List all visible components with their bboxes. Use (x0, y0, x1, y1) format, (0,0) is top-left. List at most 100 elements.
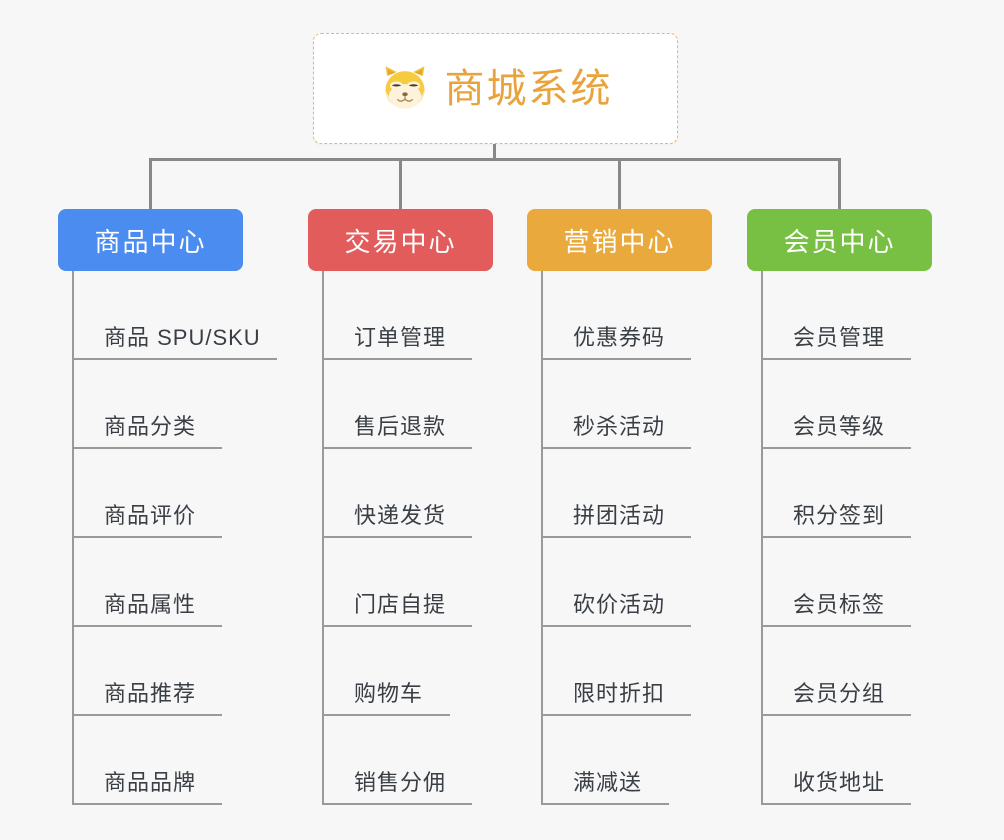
leaf-item[interactable]: 订单管理 (322, 271, 493, 360)
leaf-item[interactable]: 会员标签 (761, 538, 932, 627)
leaf-label: 会员管理 (793, 325, 886, 350)
leaf-label: 购物车 (354, 681, 424, 706)
root-node-content: 商城系统 (379, 63, 613, 115)
leaf-label: 积分签到 (793, 503, 886, 528)
root-title: 商城系统 (444, 66, 613, 111)
leaf-item[interactable]: 商品评价 (72, 449, 243, 538)
leaf-label: 砍价活动 (573, 592, 666, 617)
leaf-underline (541, 625, 691, 627)
leaf-item[interactable]: 销售分佣 (322, 716, 493, 805)
leaf-item[interactable]: 收货地址 (761, 716, 932, 805)
leaf-label: 商品 SPU/SKU (104, 325, 261, 350)
leaf-item[interactable]: 售后退款 (322, 360, 493, 449)
leaf-underline (541, 536, 691, 538)
leaf-underline (322, 358, 472, 360)
leaf-underline (761, 714, 911, 716)
leaf-item[interactable]: 商品分类 (72, 360, 243, 449)
leaf-item[interactable]: 拼团活动 (541, 449, 712, 538)
leaf-label: 快递发货 (354, 503, 447, 528)
leaf-label: 销售分佣 (354, 770, 447, 795)
leaf-label: 订单管理 (354, 325, 447, 350)
leaf-label: 门店自提 (354, 592, 447, 617)
connector-drop-trade (399, 158, 402, 211)
leaf-label: 商品属性 (104, 592, 197, 617)
leaf-underline (541, 714, 691, 716)
leaf-label: 优惠券码 (573, 325, 666, 350)
leaf-underline (72, 714, 222, 716)
leaf-underline (541, 803, 669, 805)
leaf-item[interactable]: 会员管理 (761, 271, 932, 360)
connector-root-stub (493, 144, 496, 160)
leaf-underline (72, 803, 222, 805)
column-marketing-center: 营销中心 优惠券码 秒杀活动 拼团活动 砍价活动 限时折扣 (527, 209, 712, 805)
leaf-label: 商品推荐 (104, 681, 197, 706)
connector-drop-member (838, 158, 841, 211)
leaf-item[interactable]: 优惠券码 (541, 271, 712, 360)
leaf-label: 满减送 (573, 770, 643, 795)
spine-line (322, 271, 324, 805)
leaf-label: 拼团活动 (573, 503, 666, 528)
leaf-item[interactable]: 会员等级 (761, 360, 932, 449)
leaf-underline (761, 803, 911, 805)
column-trade-center: 交易中心 订单管理 售后退款 快递发货 门店自提 购物车 (308, 209, 493, 805)
leaf-label: 商品分类 (104, 414, 197, 439)
leaf-underline (322, 625, 472, 627)
leaf-item[interactable]: 门店自提 (322, 538, 493, 627)
leaf-underline (72, 625, 222, 627)
leaf-underline (322, 447, 472, 449)
leaf-item[interactable]: 商品推荐 (72, 627, 243, 716)
leaf-item[interactable]: 购物车 (322, 627, 493, 716)
spine-line (761, 271, 763, 805)
leaf-list-marketing-center: 优惠券码 秒杀活动 拼团活动 砍价活动 限时折扣 满减送 (527, 271, 712, 805)
leaf-underline (322, 714, 450, 716)
leaf-underline (322, 536, 472, 538)
leaf-item[interactable]: 商品 SPU/SKU (72, 271, 277, 360)
leaf-underline (72, 536, 222, 538)
leaf-underline (72, 447, 222, 449)
category-label-marketing-center: 营销中心 (563, 226, 676, 257)
leaf-list-product-center: 商品 SPU/SKU 商品分类 商品评价 商品属性 商品推荐 商品品牌 (58, 271, 277, 805)
category-box-product-center[interactable]: 商品中心 (58, 209, 243, 271)
shiba-dog-icon (379, 63, 431, 115)
category-label-trade-center: 交易中心 (344, 226, 457, 257)
category-box-trade-center[interactable]: 交易中心 (308, 209, 493, 271)
leaf-list-trade-center: 订单管理 售后退款 快递发货 门店自提 购物车 销售分佣 (308, 271, 493, 805)
category-label-member-center: 会员中心 (783, 226, 896, 257)
leaf-label: 限时折扣 (573, 681, 666, 706)
leaf-underline (541, 447, 691, 449)
leaf-item[interactable]: 积分签到 (761, 449, 932, 538)
leaf-label: 收货地址 (793, 770, 886, 795)
leaf-item[interactable]: 满减送 (541, 716, 712, 805)
leaf-item[interactable]: 限时折扣 (541, 627, 712, 716)
leaf-label: 商品品牌 (104, 770, 197, 795)
spine-line (72, 271, 74, 805)
leaf-underline (541, 358, 691, 360)
leaf-label: 售后退款 (354, 414, 447, 439)
leaf-item[interactable]: 秒杀活动 (541, 360, 712, 449)
leaf-item[interactable]: 商品属性 (72, 538, 243, 627)
leaf-underline (761, 447, 911, 449)
category-box-member-center[interactable]: 会员中心 (747, 209, 932, 271)
leaf-item[interactable]: 砍价活动 (541, 538, 712, 627)
leaf-label: 会员等级 (793, 414, 886, 439)
leaf-label: 商品评价 (104, 503, 197, 528)
leaf-list-member-center: 会员管理 会员等级 积分签到 会员标签 会员分组 收货地址 (747, 271, 932, 805)
column-product-center: 商品中心 商品 SPU/SKU 商品分类 商品评价 商品属性 商品推荐 (58, 209, 277, 805)
spine-line (541, 271, 543, 805)
leaf-label: 会员标签 (793, 592, 886, 617)
connector-drop-marketing (618, 158, 621, 211)
leaf-underline (72, 358, 277, 360)
root-node[interactable]: 商城系统 (313, 33, 678, 144)
leaf-underline (322, 803, 472, 805)
leaf-underline (761, 358, 911, 360)
leaf-underline (761, 536, 911, 538)
leaf-item[interactable]: 快递发货 (322, 449, 493, 538)
leaf-item[interactable]: 商品品牌 (72, 716, 243, 805)
column-member-center: 会员中心 会员管理 会员等级 积分签到 会员标签 会员分组 (747, 209, 932, 805)
leaf-underline (761, 625, 911, 627)
leaf-item[interactable]: 会员分组 (761, 627, 932, 716)
category-box-marketing-center[interactable]: 营销中心 (527, 209, 712, 271)
connector-drop-product (149, 158, 152, 211)
leaf-label: 会员分组 (793, 681, 886, 706)
